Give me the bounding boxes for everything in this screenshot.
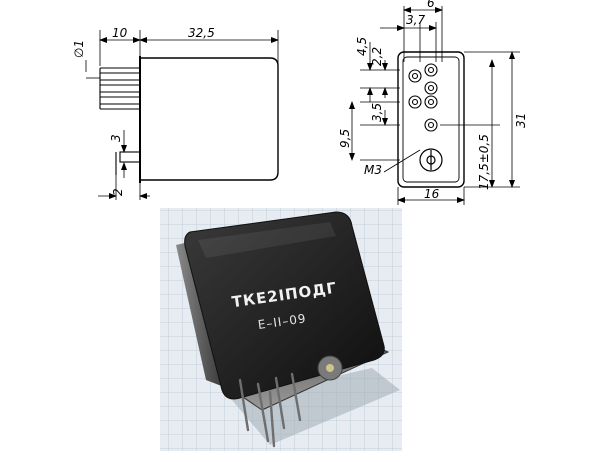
side-view-lower-pin: [115, 151, 141, 175]
end-view-pin-sockets: [408, 63, 438, 132]
dim-height-17-5: 17,5±0,5: [477, 134, 491, 190]
end-view-thread-boss: [419, 148, 443, 172]
side-view-body: [139, 57, 279, 181]
dim-spacing-4-5: 4,5: [355, 37, 369, 56]
end-view-housing: [397, 51, 465, 188]
relay-top-face: [184, 211, 385, 400]
side-view-drawing: [85, 30, 279, 200]
dim-pin-diameter: ∅1: [72, 40, 86, 58]
dim-lower-pin-offset: 2: [111, 188, 125, 196]
dim-spacing-3-5: 3,5: [370, 103, 384, 122]
dim-total-height: 31: [514, 113, 528, 128]
dim-pin-length: 10: [112, 26, 128, 40]
end-view-drawing: [349, 6, 520, 205]
dim-width-3-7: 3,7: [406, 13, 425, 27]
side-view-upper-pins: [99, 67, 140, 110]
thread-label: М3: [364, 163, 382, 177]
dim-width-6: 6: [427, 0, 435, 10]
dim-spacing-2-2: 2,2: [370, 47, 384, 66]
dim-spacing-9-5: 9,5: [338, 129, 352, 148]
relay-pins: [238, 372, 302, 448]
dim-lower-pin-spacing: 3: [109, 134, 123, 142]
relay-label-line2: Е–II–09: [257, 311, 307, 332]
dim-body-width: 16: [424, 187, 440, 201]
dim-body-length: 32,5: [188, 26, 215, 40]
product-photo: ТКЕ2IПОДГ Е–II–09: [160, 208, 402, 451]
